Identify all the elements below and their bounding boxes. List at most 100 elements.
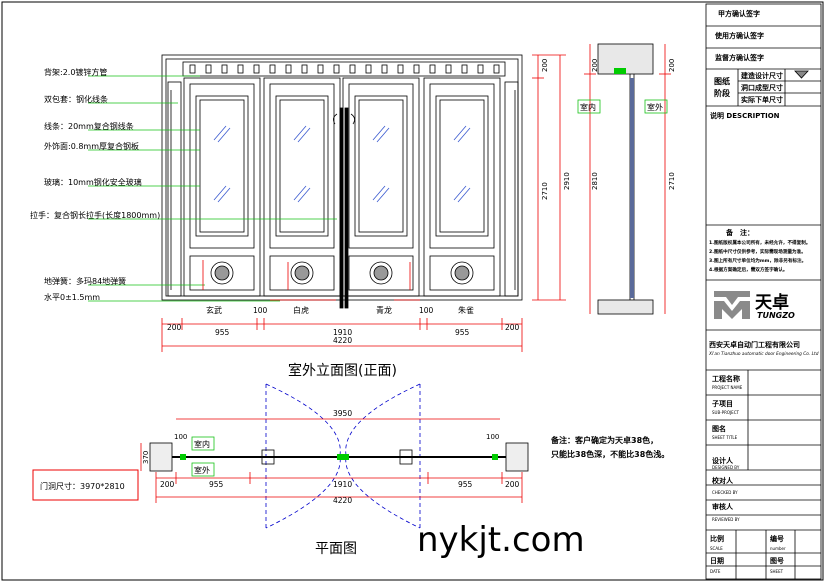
label-level: 水平0±1.5mm: [44, 292, 100, 302]
section-view: [597, 43, 654, 315]
label-glass: 玻璃：10mm钢化安全玻璃: [44, 177, 142, 187]
dim-el-100-left: 100: [253, 306, 268, 315]
transom-ornament: [349, 64, 356, 74]
door-leaf: [423, 77, 501, 297]
door-name-qinglong: 青龙: [376, 305, 392, 315]
transom-ornament: [493, 64, 500, 74]
number-en: number: [770, 546, 786, 551]
project-name-label: 工程名称: [712, 375, 740, 383]
plan-dim-total: 4220: [333, 496, 352, 505]
door-leaf: [183, 77, 261, 297]
note-line-2: 只能比38色深，不能比38色浅。: [551, 449, 669, 459]
title-block: [705, 3, 822, 580]
material-labels: 背架:2.0镀锌方管 双包套：钢化线条 线条：20mm复合钢线条 外饰面:0.8…: [30, 67, 160, 302]
sub-project-en: SUB-PROJECT: [712, 410, 739, 415]
plan-dim-1910: 1910: [333, 480, 352, 489]
section-dim-200: 200: [591, 59, 599, 72]
elevation-title: 室外立面图(正面): [288, 362, 397, 379]
sheet-no-label: 图号: [770, 557, 784, 565]
dim-el-955-left: 955: [215, 328, 230, 337]
sign-party-a: 甲方确认签字: [718, 10, 760, 18]
door-leaf: [342, 77, 420, 297]
transom-ornament: [237, 64, 244, 74]
sheet-title-label: 图名: [712, 425, 726, 433]
section-dim-2710: 2710: [668, 172, 676, 190]
transom-ornament: [189, 64, 196, 74]
section-dim-200-top: 200: [668, 59, 676, 72]
plan-dim-100-right: 100: [486, 433, 499, 441]
label-lines: 线条：20mm复合钢线条: [44, 121, 134, 131]
section-outdoor: 室外: [647, 102, 663, 112]
door-name-zhuque: 朱雀: [458, 305, 474, 315]
plan-dim-200-left: 200: [160, 480, 175, 489]
sign-supervisor: 监督方确认签字: [715, 54, 764, 62]
plan-texts: 3950 室内 室外 100 100 370 200 955 1910 955 …: [142, 409, 520, 557]
transom-ornament: [221, 64, 228, 74]
plan-dims: [140, 418, 523, 503]
dim-el-100-right: 100: [419, 306, 434, 315]
plan-dim-100-left: 100: [174, 433, 187, 441]
transom-ornament: [397, 64, 404, 74]
transom-ornament: [461, 64, 468, 74]
transom-ornament: [285, 64, 292, 74]
designer-label: 设计人: [712, 457, 733, 465]
date-label: 日期: [710, 557, 724, 565]
transom-ornament: [333, 64, 340, 74]
designer-en: DESIGNED BY: [712, 465, 740, 470]
label-facing: 外饰面:0.8mm厚复合钢板: [44, 141, 139, 151]
watermark: nykjt.com: [417, 520, 585, 560]
label-frame: 背架:2.0镀锌方管: [44, 67, 107, 77]
dim-right-2910: 2910: [563, 172, 571, 190]
plan-dim-200-right: 200: [505, 480, 520, 489]
section-dim-2810: 2810: [591, 172, 599, 190]
elevation-dim-texts: 200 955 100 1910 100 955 200 4220: [167, 306, 520, 345]
transom-ornament: [317, 64, 324, 74]
dim-el-200-left: 200: [167, 323, 182, 332]
transom-ornament: [445, 64, 452, 74]
note-item-1: 1.图纸版权属本公司所有，未经允许，不得复制。: [709, 241, 811, 246]
door-name-baihu: 白虎: [293, 305, 309, 315]
stage-item-2: 洞口成型尺寸: [741, 84, 783, 92]
dim-el-1910: 1910: [333, 328, 352, 337]
plan-dim-955-right: 955: [458, 480, 473, 489]
label-floor-spring: 地弹簧：多玛84地弹簧: [44, 276, 126, 286]
company-en: Xi'an Tianzhuo automatic door Engineerin…: [709, 352, 819, 357]
scale-label: 比例: [710, 535, 724, 543]
dim-right-200: 200: [541, 59, 549, 72]
plan-dim-3950: 3950: [333, 409, 352, 418]
transom-ornament: [253, 64, 260, 74]
plan-view: [149, 383, 529, 529]
transom-ornament: [205, 64, 212, 74]
scale-en: SCALE: [710, 546, 723, 551]
elevation-view: [161, 54, 523, 309]
dim-el-955-right: 955: [455, 328, 470, 337]
plan-title: 平面图: [315, 541, 357, 557]
elevation-dim-right-texts: 200 2710 2910: [541, 59, 571, 200]
plan-dim-370: 370: [142, 451, 150, 464]
project-name-en: PROJECT NAME: [712, 385, 743, 390]
sub-project-label: 子项目: [712, 400, 733, 408]
label-trim: 双包套：钢化线条: [44, 94, 108, 104]
dim-right-2710: 2710: [541, 182, 549, 200]
note-item-4: 4.根据方案确定后，需双方签字确认。: [709, 268, 788, 273]
notes-title: 备 注：: [726, 229, 754, 237]
sheet-title-en: SHEET TITLE: [712, 435, 738, 440]
reviewer-en: REVIEWED BY: [712, 517, 740, 522]
checker-label: 校对人: [712, 477, 733, 485]
transom-ornament: [365, 64, 372, 74]
section-indoor: 室内: [580, 102, 596, 112]
date-en: DATE: [710, 569, 721, 574]
label-handle: 拉手：复合钢长拉手(长度1800mm): [30, 210, 160, 220]
transom-ornament: [301, 64, 308, 74]
notes-list: 1.图纸版权属本公司所有，未经允许，不得复制。 2.图纸中尺寸仅供参考，实际需现…: [709, 239, 819, 275]
leader-lines: [88, 75, 337, 302]
section-texts: 室内 室外 200 2810 2710 200: [577, 59, 676, 190]
dim-el-200-right: 200: [505, 323, 520, 332]
door-name-xuanwu: 玄武: [206, 305, 222, 315]
door-leaf: [263, 77, 341, 297]
logo-en: TUNGZO: [757, 311, 795, 320]
number-label: 编号: [770, 535, 784, 543]
sign-user: 使用方确认签字: [715, 32, 764, 40]
red-dimensions: [202, 260, 420, 301]
plan-dim-955-left: 955: [209, 480, 224, 489]
